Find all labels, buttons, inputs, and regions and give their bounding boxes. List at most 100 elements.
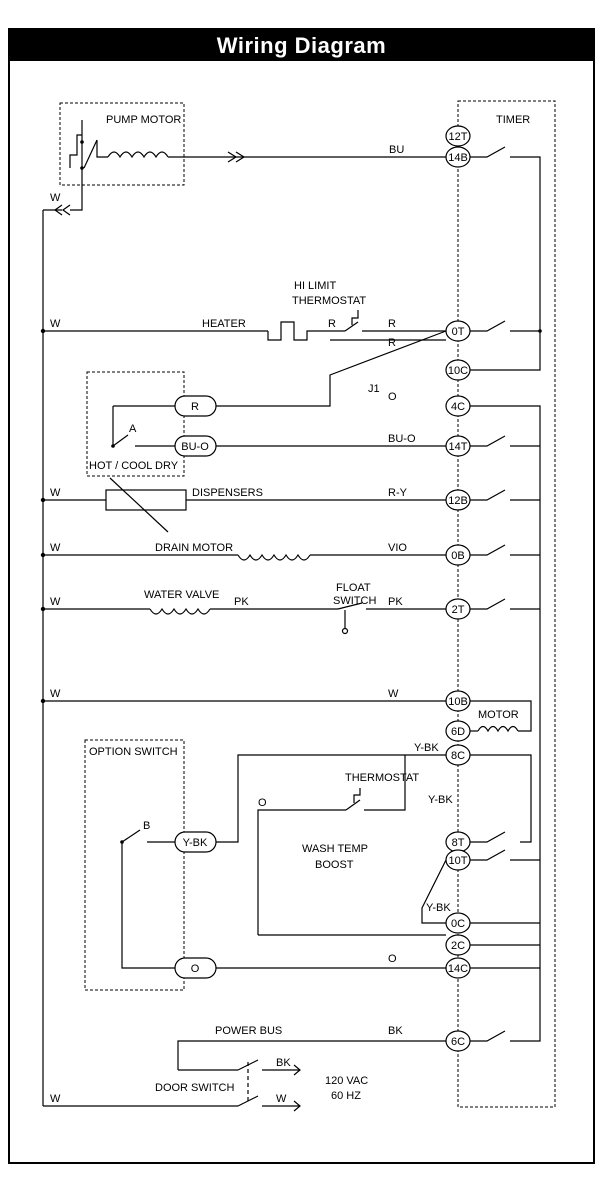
timer-terminal-label: 0C [451,918,465,930]
wire-label-w: W [388,688,399,700]
timer-terminal-2t [445,598,471,620]
wire-label-bk: BK [276,1057,291,1069]
drain-motor-coil [237,553,311,561]
timer-terminal-8c [445,744,471,766]
boost-label: BOOST [315,859,354,871]
timer-terminal-6d [445,720,471,742]
thermostat-switch [345,799,361,811]
wire-label-w: W [276,1093,287,1105]
power-bus-wire [177,1040,446,1070]
option-switch-box [84,739,185,991]
timer-switch [470,489,520,501]
wire-label-o: O [258,797,267,809]
timer-terminal-label: 10T [449,855,468,867]
water-valve-label: WATER VALVE [144,589,219,601]
pump-w-lead [70,120,83,211]
pump-motor-coil [107,151,169,159]
timer-terminal-label: 10C [448,365,468,377]
wire-label-w: W [50,318,61,330]
wire-label-pk: PK [388,596,403,608]
hot-cool-dry-label: HOT / COOL DRY [89,460,179,472]
hi-limit-switch [344,321,359,332]
hi-limit-label: HI LIMIT [294,280,336,292]
wire-label-w: W [50,487,61,499]
wire-label-o: O [388,391,397,403]
float-switch [337,602,363,610]
wire-label-w: W [50,1093,61,1105]
timer-terminal-10c [445,359,471,381]
timer-terminal-14b [445,146,471,168]
pump-lead [96,140,108,158]
wire-label-w: W [50,192,61,204]
timer-terminals: 12T14B0T10C4C14T12B0B2T10B6D8C8T10T0C2C1… [445,125,471,1052]
wire-label-y-bk: Y-BK [428,794,453,806]
o-boost-wire [257,809,346,935]
timer-terminal-0t [445,320,471,342]
wire-label-y-bk: Y-BK [426,902,451,914]
wire-label-pk: PK [234,596,249,608]
hi-limit-actuator [351,310,359,325]
y-bk-wire [216,754,446,843]
drain-motor-label: DRAIN MOTOR [155,542,233,554]
timer-switch [470,849,520,861]
timer-terminal-label: 10B [448,696,468,708]
timer-terminal-label: 12T [449,131,468,143]
wire-label-bu: BU [389,144,404,156]
timer-terminal-label: 14B [448,152,468,164]
timer-motor-label: MOTOR [478,709,519,721]
option-switch-label: OPTION SWITCH [89,746,178,758]
timer-terminal-10b [445,690,471,712]
heater-element [267,321,345,341]
j1-label: J1 [368,383,380,395]
timer-terminal-label: 4C [451,401,465,413]
terminal-bu-o-pill [174,435,217,457]
timer-bus-b-taps [520,445,540,861]
terminal-o-pill [174,957,217,979]
pump-thermal-protector [69,134,82,168]
terminal-y-bk-pill [174,831,217,853]
timer-terminal-2c [445,934,471,956]
8c-to-8t-wire [470,754,532,843]
title-banner [10,30,593,61]
hcd-switch [112,434,129,447]
timer-terminal-label: 2T [452,604,465,616]
pump-switch [83,139,98,169]
wire-label-w: W [50,688,61,700]
dispensers-heater [105,489,187,511]
dispensers-slash [109,477,169,533]
wire-label-w: W [50,596,61,608]
float-label: FLOAT [336,582,371,594]
supply-arrows [293,1064,301,1112]
motor-lead [470,700,532,732]
timer-terminal-label: 6D [451,726,465,738]
hot-cool-dry-box [86,371,185,477]
thermostat-lead [364,755,406,811]
timer-terminal-12b [445,489,471,511]
timer-terminal-6c [445,1030,471,1052]
timer-terminal-label: 8C [451,750,465,762]
timer-terminal-12t [445,125,471,147]
timer-terminal-label: 0B [451,550,464,562]
pump-motor-label: PUMP MOTOR [106,114,181,126]
dispensers-label: DISPENSERS [192,487,263,499]
timer-terminal-label: 6C [451,1036,465,1048]
timer-switch [470,598,520,610]
switch-a-label: A [129,423,137,435]
wire-label-y-bk: Y-BK [414,742,439,754]
timer-switch [470,1030,520,1042]
timer-switch [470,544,520,556]
hz-label: 60 HZ [331,1090,361,1102]
timer-switch [470,435,520,447]
connector-arrows [227,151,246,163]
timer-terminal-10t [445,849,471,871]
terminal-y-bk-label: Y-BK [183,837,208,849]
timer-terminal-label: 14C [448,963,468,975]
option-switch [121,829,141,843]
diagram-title: Wiring Diagram [216,33,387,58]
timer-terminal-label: 0T [452,326,465,338]
diagram-frame [8,28,595,1164]
timer-terminal-0c [445,912,471,934]
wire-label-r: R [388,337,396,349]
